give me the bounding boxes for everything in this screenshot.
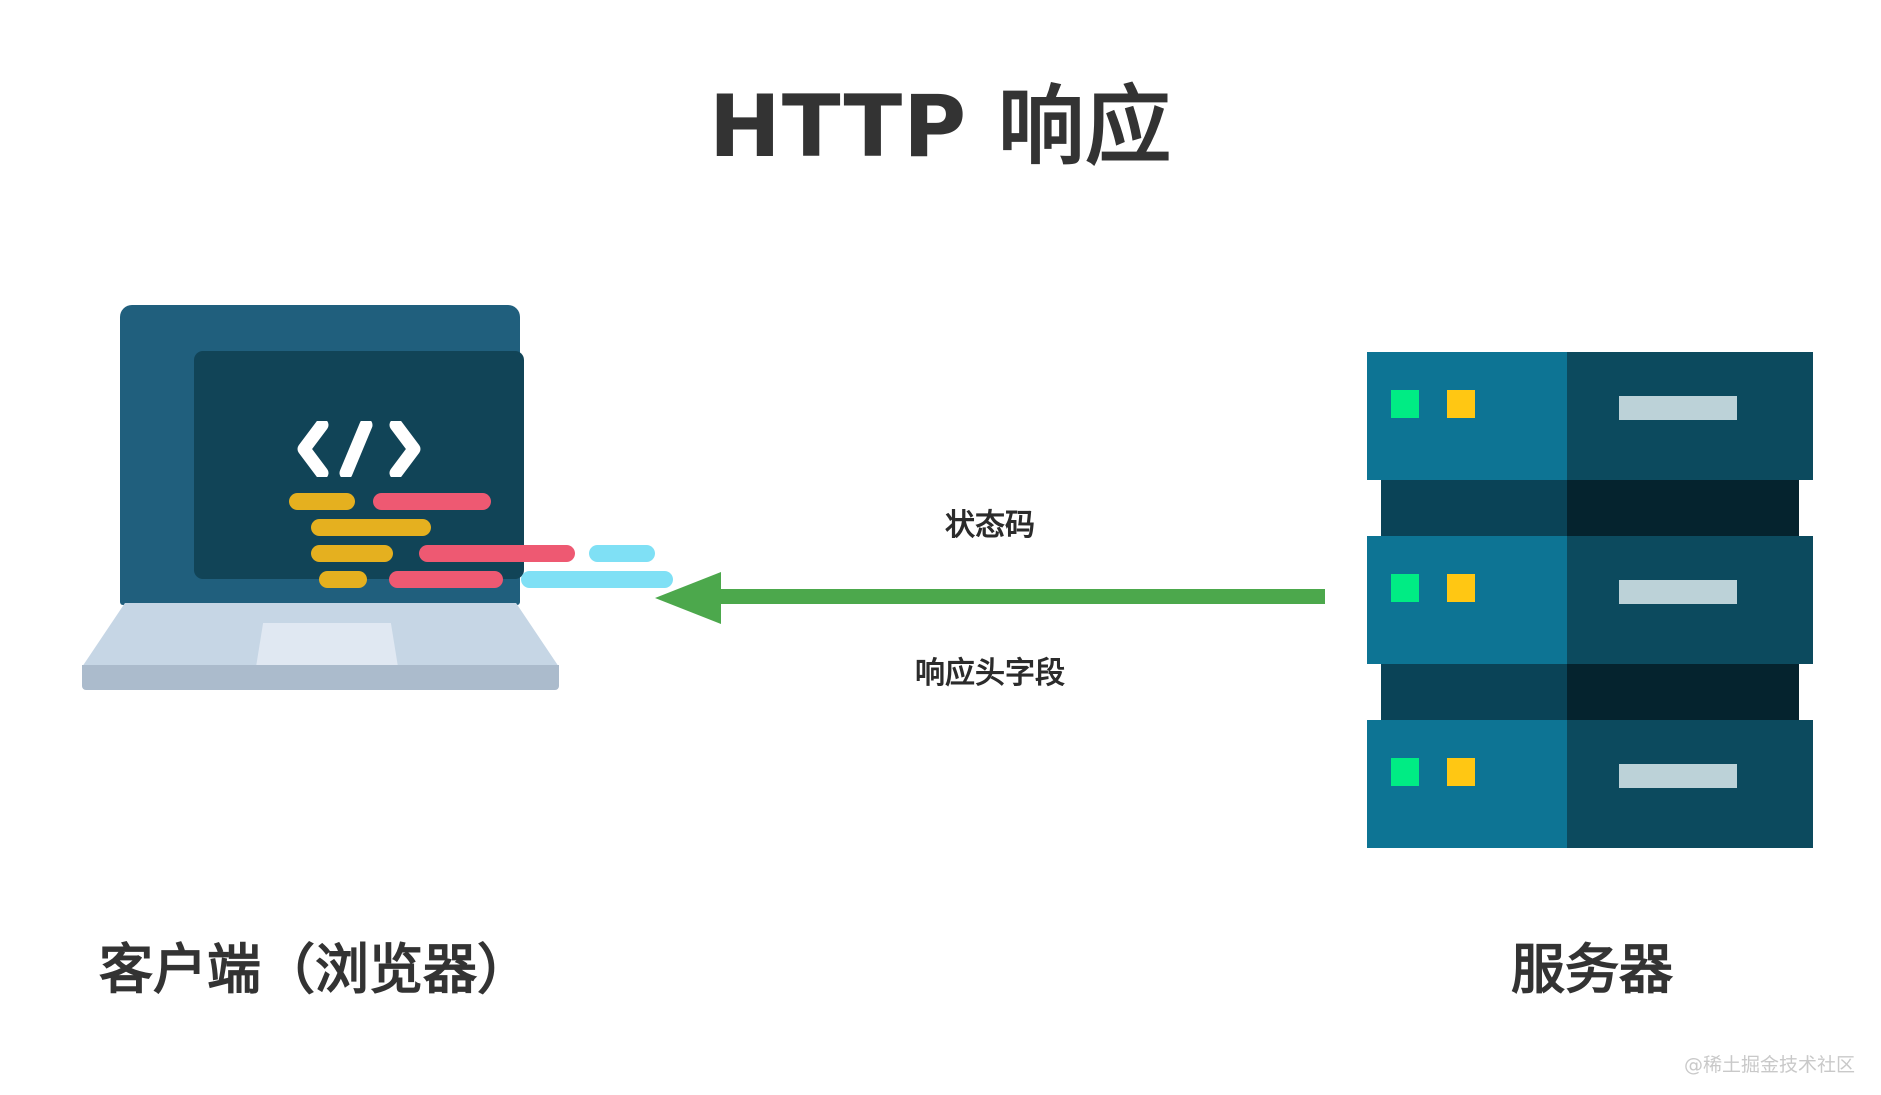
arrow-head-icon <box>655 572 721 624</box>
code-lines <box>289 493 673 597</box>
server-gap-left <box>1381 664 1567 726</box>
arrow-shaft <box>713 589 1325 604</box>
code-token <box>419 545 575 562</box>
code-token <box>373 493 491 510</box>
response-arrow <box>655 572 1325 624</box>
code-token <box>521 571 673 588</box>
laptop-deck <box>82 603 559 667</box>
arrow-label-status-code: 状态码 <box>945 508 1035 543</box>
server-gap-right <box>1567 664 1799 726</box>
code-brackets-icon <box>297 421 421 477</box>
code-token <box>311 519 431 536</box>
code-token <box>311 545 393 562</box>
server-slot <box>1619 396 1737 420</box>
server-gap-left <box>1381 480 1567 542</box>
server-unit <box>1367 352 1813 480</box>
code-token <box>589 545 655 562</box>
laptop-base <box>82 603 559 690</box>
server-gap <box>1381 664 1799 726</box>
code-line-row <box>289 493 589 519</box>
code-line-row <box>289 545 655 571</box>
server-slot <box>1619 580 1737 604</box>
server-illustration <box>1367 352 1813 848</box>
arrow-label-response-headers: 响应头字段 <box>915 656 1065 691</box>
code-token <box>289 493 355 510</box>
laptop-trackpad <box>256 623 398 667</box>
server-led-amber-icon <box>1447 390 1475 418</box>
server-led-green-icon <box>1391 758 1419 786</box>
code-token <box>319 571 367 588</box>
server-gap-right <box>1567 480 1799 542</box>
code-token <box>389 571 503 588</box>
laptop-lid <box>120 305 673 605</box>
laptop-screen <box>194 351 673 588</box>
server-led-green-icon <box>1391 574 1419 602</box>
server-gap <box>1381 480 1799 542</box>
server-led-amber-icon <box>1447 574 1475 602</box>
client-illustration <box>82 300 673 760</box>
laptop-front-edge <box>82 665 559 690</box>
page-title: HTTP 响应 <box>708 77 1173 177</box>
watermark: @稀土掘金技术社区 <box>1683 1054 1855 1076</box>
code-line-row <box>289 571 673 597</box>
server-slot <box>1619 764 1737 788</box>
code-line-row <box>289 519 589 545</box>
server-led-green-icon <box>1391 390 1419 418</box>
server-unit <box>1367 536 1813 664</box>
client-caption: 客户端（浏览器） <box>99 938 531 1001</box>
server-caption: 服务器 <box>1511 938 1673 1001</box>
server-led-amber-icon <box>1447 758 1475 786</box>
server-unit <box>1367 720 1813 848</box>
